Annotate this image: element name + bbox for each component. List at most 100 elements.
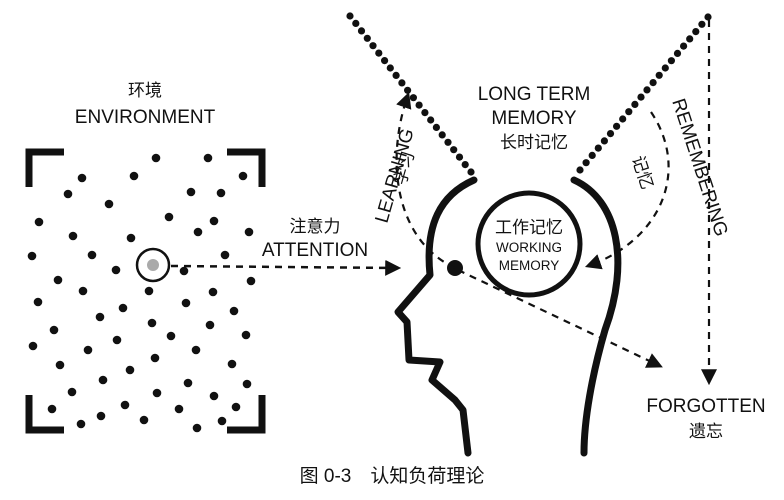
stimulus-dot [98,375,108,385]
stimulus-dot [166,331,176,341]
ltm-label-line1: LONG TERM [478,84,591,105]
forgotten-arrow-from-wm [457,269,663,368]
working-memory-label-cn: 工作记忆 [495,218,563,237]
ltm-boundary-dot [461,161,469,169]
stimulus-dot [55,360,65,370]
environment-frame [25,148,266,434]
stimulus-dot [96,411,106,421]
ltm-boundary-dot [680,42,688,50]
stimulus-dot [63,189,73,199]
ltm-boundary-dot [643,86,651,94]
stimulus-dot [126,233,136,243]
stimulus-dot [220,250,230,260]
stimulus-dot [229,306,239,316]
ltm-boundary-dot [673,49,682,58]
ltm-boundary-dot [625,108,633,116]
head-outline [394,176,478,457]
ltm-boundary-dot [649,79,657,87]
ltm-boundary-dot [667,57,676,65]
ltm-boundary-dot [455,153,464,161]
stimulus-dot [193,227,203,237]
ltm-boundary-dot [576,166,584,174]
ltm-label-cn: 长时记忆 [500,133,568,152]
stimulus-dot [68,231,78,241]
ltm-boundary-dot [352,19,360,27]
stimulus-dot [53,275,63,285]
stimulus-dot [118,303,128,313]
ltm-boundary-dot [613,122,621,130]
stimulus-dot [191,345,201,355]
ltm-boundary-dot [409,94,417,102]
stimulus-dot [129,171,139,181]
ltm-boundary-dot [467,168,475,176]
stimulus-dot [87,250,97,260]
stimulus-dot [151,153,161,163]
frame-corner-bottom-right [227,395,266,434]
stimulus-dot [216,188,226,198]
ltm-boundary-dot [346,12,354,20]
stimulus-dot [120,400,130,410]
stimulus-dot [179,266,189,276]
stimulus-dot [181,298,191,308]
stimulus-dot [152,388,162,398]
ltm-boundary-dot [594,144,602,152]
stimulus-dot [238,171,248,181]
long-term-memory-boundary [346,12,712,176]
stimulus-dot [150,353,160,363]
ltm-boundary-dot [375,49,383,57]
ltm-boundary-dot [450,146,458,154]
ltm-boundary-dot [655,71,663,79]
ltm-boundary-dot [421,109,429,117]
ltm-boundary-dot [432,123,440,131]
stimulus-dot [164,212,174,222]
ltm-boundary-dot [619,115,627,123]
learning-arrow [395,91,456,269]
stimulus-dot [241,330,251,340]
stimulus-dot [78,286,88,296]
stimulus-dot [67,387,77,397]
ltm-boundary-dot [381,57,389,65]
stimulus-dot [192,423,202,433]
ltm-boundary-dot [661,64,669,72]
stimulus-dot [34,217,44,227]
ltm-boundary-dot [444,138,452,146]
attention-label-en: ATTENTION [262,240,368,261]
ltm-boundary-dot [588,151,596,159]
ltm-boundary-dot [357,27,366,35]
ltm-boundary-dot [686,35,694,43]
working-memory-label-line2: MEMORY [499,258,560,273]
stimulus-dot [231,402,241,412]
ltm-boundary-dot [398,79,406,87]
ltm-boundary-dot [704,13,712,21]
attention-arrow [170,259,402,276]
stimulus-dot [112,335,122,345]
stimulus-dot [28,341,38,351]
stimulus-dot [77,173,87,183]
stimulus-dot [147,318,157,328]
environment-label-cn: 环境 [128,81,162,100]
remembering-label-en: REMEMBERING [667,96,731,239]
ltm-boundary-dot [600,137,609,145]
ltm-boundary-dot [392,71,400,79]
environment-label-en: ENVIRONMENT [75,107,216,128]
stimulus-dot [217,416,227,426]
ltm-boundary-dot [582,159,590,167]
stimulus-dot [246,276,256,286]
ltm-boundary-dot [427,116,435,124]
forgotten-label-cn: 遗忘 [689,422,723,441]
stimulus-dot [203,153,213,163]
stimulus-dot [111,265,121,275]
frame-corner-bottom-left [25,395,64,434]
stimulus-dot [186,187,196,197]
stimulus-dot [95,312,105,322]
ltm-boundary-dot [386,64,394,72]
stimulus-dot [139,415,149,425]
ltm-boundary-dot [363,34,371,42]
environment-stimuli [27,153,256,433]
ltm-boundary-dot [631,100,639,108]
stimulus-dot [205,320,215,330]
stimulus-dot [209,391,219,401]
stimulus-dot [183,378,193,388]
attention-label-cn: 注意力 [290,217,341,236]
stimulus-dot [144,286,154,296]
